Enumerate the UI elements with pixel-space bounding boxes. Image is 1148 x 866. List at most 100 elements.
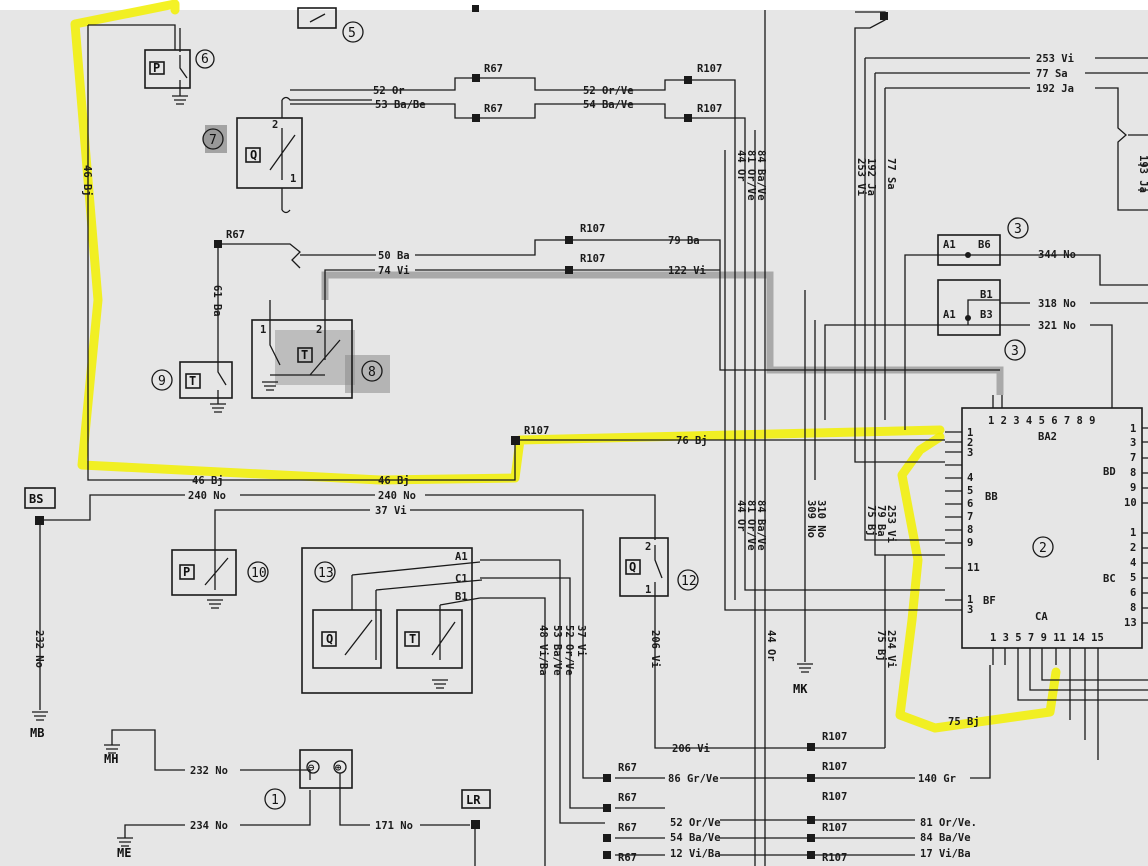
mk-ground-symbol — [797, 663, 813, 673]
top-right-connector — [880, 12, 888, 20]
component-9-switch — [151, 355, 233, 413]
ecu-bd-label: BD — [1103, 466, 1116, 478]
mh-ground-symbol — [104, 744, 120, 754]
vwire-206-vi: 206 Vi — [649, 630, 661, 668]
r107-label-b: R107 — [697, 103, 722, 115]
r107-connector-a — [684, 76, 692, 84]
relay-3b-label: 3 — [1011, 344, 1019, 359]
vwire-46-bj: 46 Bj — [81, 165, 93, 197]
c13-pin-a1: A1 — [455, 551, 468, 563]
r67-connector-c — [214, 240, 222, 248]
bs-terminal — [35, 516, 44, 525]
bb-pin-8: 8 — [967, 524, 973, 536]
relay-3-lower — [824, 279, 1148, 420]
me-ground-symbol — [117, 837, 133, 847]
wire-77-sa: 77 Sa — [1036, 68, 1068, 80]
r67-label-a: R67 — [484, 63, 503, 75]
t-symbol-13: T — [409, 632, 416, 646]
r107-label-d: R107 — [580, 253, 605, 265]
r107-connector-e — [511, 436, 520, 445]
bf-pin-1: 1 — [967, 594, 973, 606]
relay-3b-b3: B3 — [980, 309, 993, 321]
q-symbol-13: Q — [326, 632, 333, 646]
r67-connector-a — [472, 74, 480, 82]
wire-74-vi: 74 Vi — [378, 265, 410, 277]
right-pin-5: 10 — [1124, 497, 1137, 509]
wire-234-no: 234 No — [190, 820, 228, 832]
wire-12-viba: 12 Vi/Ba — [670, 848, 721, 860]
right-pin-3: 8 — [1130, 467, 1136, 479]
vwire-44-or-c: 44 Or — [765, 630, 777, 662]
component-5-label: 5 — [348, 26, 356, 41]
wires-to-bb — [854, 420, 945, 556]
bb-pin-3: 3 — [967, 447, 973, 459]
right-pin-6: 1 — [1130, 527, 1136, 539]
c13-pin-b1: B1 — [455, 591, 468, 603]
right-pin-2: 7 — [1130, 452, 1136, 464]
wire-54-bave-b: 54 Ba/Ve — [670, 832, 721, 844]
wire-192-ja-path — [885, 87, 1148, 211]
wire-74-vi-path — [324, 269, 720, 300]
vwire-192-ja: 192 Ja — [865, 158, 877, 196]
vwire-309-no: 309 No — [805, 500, 817, 538]
lr-label: LR — [466, 793, 481, 807]
vwire-193-ja: 193 Ja — [1137, 155, 1148, 193]
vwire-232-no: 232 No — [33, 630, 45, 668]
right-pin-0: 1 — [1130, 423, 1136, 435]
r67-connector-g — [603, 851, 611, 859]
wire-75-bj: 75 Bj — [948, 716, 980, 728]
bb-pin-7: 7 — [967, 511, 973, 523]
wire-321-no: 321 No — [1038, 320, 1076, 332]
vwire-253-vi-b: 253 Vi — [885, 505, 897, 543]
wire-240-no-path — [40, 494, 656, 540]
wires-44-81-84 — [734, 420, 945, 600]
wire-50-ba-path — [300, 239, 1000, 371]
vwire-253-vi: 253 Vi — [855, 158, 867, 196]
wire-17-viba: 17 Vi/Ba — [920, 848, 971, 860]
vwire-81-orve-b: 81 Or/Ve — [745, 500, 757, 551]
lr-connector-box — [461, 789, 491, 809]
component-8-label: 8 — [368, 365, 376, 380]
wire-54-bave: 54 Ba/Ve — [583, 99, 634, 111]
wire-46-bj-top — [88, 24, 176, 50]
wire-234-no — [124, 790, 311, 838]
mh-label: MH — [104, 752, 118, 766]
p-symbol-10: P — [183, 565, 190, 579]
ecu-label: 2 — [1039, 541, 1047, 556]
component-7-pin-1: 1 — [290, 173, 296, 185]
vwire-84-bave-b: 84 Ba/Ve — [755, 500, 767, 551]
q-symbol-7: Q — [250, 148, 257, 162]
r107-label-f: R107 — [822, 731, 847, 743]
vwire-53-bave: 53 Ba/Ve — [551, 625, 563, 676]
wire-bf-1-path — [724, 150, 945, 611]
bb-pin-11: 11 — [967, 562, 980, 574]
wire-232-no-lower — [111, 729, 311, 780]
r107-connector-d — [565, 266, 573, 274]
wire-52-orve: 52 Or/Ve — [583, 85, 634, 97]
me-label: ME — [117, 846, 131, 860]
wires-lower-left-bundle — [544, 690, 605, 866]
component-7-sensor — [202, 96, 372, 214]
vwire-52-orve: 52 Or/Ve — [563, 625, 575, 676]
component-7-pin-2: 2 — [272, 119, 278, 131]
right-pin-11: 8 — [1130, 602, 1136, 614]
wire-122-vi: 122 Vi — [668, 265, 706, 277]
bb-pin-5: 5 — [967, 485, 973, 497]
component-5 — [297, 5, 479, 43]
wire-52-or-path — [290, 77, 736, 420]
bs-label: BS — [29, 492, 43, 506]
ecu-ca-label: CA — [1035, 611, 1048, 623]
ecu-bb-label: BB — [985, 491, 998, 503]
relay-3-upper — [904, 217, 1148, 430]
vwire-37-vi: 37 Vi — [575, 625, 587, 657]
r107-label-c: R107 — [580, 223, 605, 235]
wire-46-bj-a: 46 Bj — [192, 475, 224, 487]
mb-label: MB — [30, 726, 44, 740]
r67-label-f: R67 — [618, 822, 637, 834]
vwire-310-no: 310 No — [815, 500, 827, 538]
r107-connector-j — [807, 851, 815, 859]
bb-pin-6: 6 — [967, 498, 973, 510]
wire-76-bj: 76 Bj — [676, 435, 708, 447]
ecu-bottom-pins: 1 3 5 7 9 11 14 15 — [990, 632, 1104, 644]
component-12-pin-2: 2 — [645, 541, 651, 553]
